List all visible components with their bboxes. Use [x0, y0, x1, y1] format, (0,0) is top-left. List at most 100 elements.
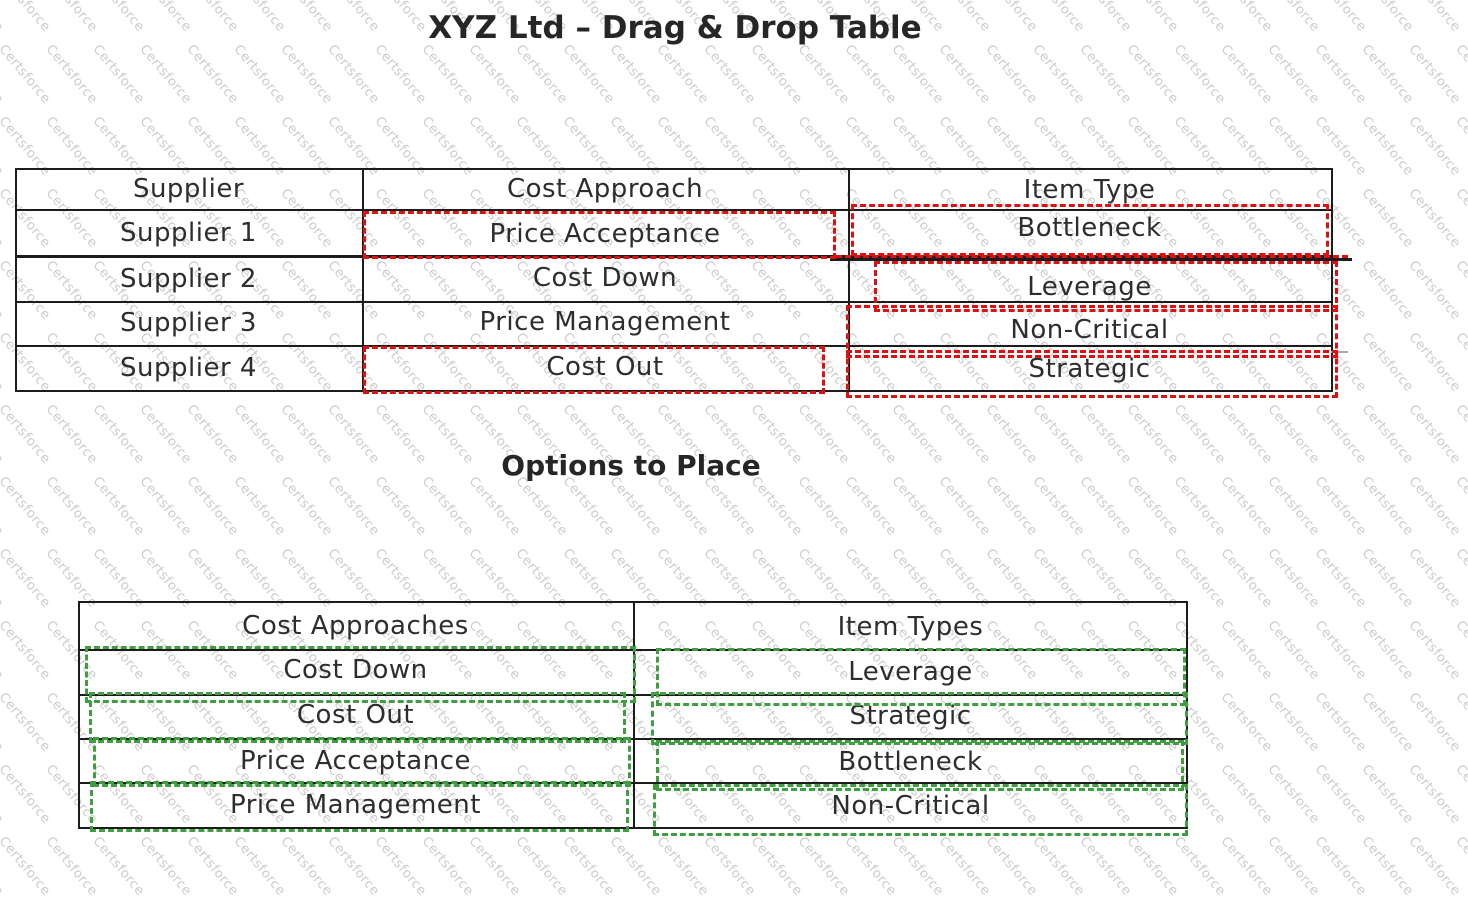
watermark-text: Certsforce [1311, 402, 1370, 467]
watermark-text: Certsforce [1170, 834, 1229, 898]
watermark-text: Certsforce [1029, 42, 1088, 107]
watermark-text: Certsforce [89, 42, 148, 107]
watermark-text: Certsforce [230, 42, 289, 107]
watermark-text: Certsforce [0, 546, 54, 611]
watermark-text: Certsforce [1452, 330, 1468, 395]
watermark-text: Certsforce [418, 42, 477, 107]
drop-zone-item-type-3[interactable] [846, 305, 1338, 358]
table-border-left [15, 168, 17, 392]
watermark-text: Certsforce [1358, 762, 1417, 827]
option-cost-down[interactable]: Cost Down [283, 655, 428, 685]
watermark-text: Certsforce [1217, 834, 1276, 898]
watermark-text: Certsforce [559, 834, 618, 898]
watermark-text: Certsforce [1452, 42, 1468, 107]
stray-line [1331, 351, 1348, 353]
watermark-text: Certsforce [230, 834, 289, 898]
watermark-text: Certsforce [606, 834, 665, 898]
watermark-text: Certsforce [1358, 834, 1417, 898]
watermark-text: Certsforce [1452, 474, 1468, 539]
watermark-text: Certsforce [1311, 474, 1370, 539]
watermark-text: Certsforce [700, 834, 759, 898]
watermark-text: Certsforce [512, 42, 571, 107]
option-leverage[interactable]: Leverage [848, 657, 973, 687]
watermark-text: Certsforce [888, 42, 947, 107]
watermark-text: Certsforce [1358, 114, 1417, 179]
watermark-text: Certsforce [653, 42, 712, 107]
option-box-price-management[interactable] [90, 781, 629, 832]
drop-zone-item-type-1[interactable] [851, 204, 1329, 256]
watermark-text: Certsforce [1452, 0, 1468, 35]
option-box-cost-down[interactable] [85, 646, 636, 703]
cell-item-type-3: Non-Critical [1010, 315, 1169, 345]
watermark-text: Certsforce [1405, 186, 1464, 251]
watermark-text: Certsforce [1452, 834, 1468, 898]
watermark-text: Certsforce [1264, 42, 1323, 107]
watermark-text: Certsforce [1076, 834, 1135, 898]
watermark-text: Certsforce [982, 834, 1041, 898]
cell-cost-approach-1: Price Acceptance [489, 219, 721, 249]
watermark-text: Certsforce [42, 834, 101, 898]
watermark-text: Certsforce [794, 42, 853, 107]
options-header-cost-approaches: Cost Approaches [242, 611, 469, 641]
watermark-text: Certsforce [1217, 546, 1276, 611]
watermark-text: Certsforce [465, 42, 524, 107]
table-border-right [1331, 168, 1333, 392]
watermark-text: Certsforce [1405, 42, 1464, 107]
watermark-text: Certsforce [1452, 114, 1468, 179]
watermark-text: Certsforce [1405, 690, 1464, 755]
watermark-text: Certsforce [1405, 258, 1464, 323]
table-column-divider [362, 168, 364, 392]
drop-zone-cost-approach-1[interactable] [363, 211, 836, 259]
cell-item-type-1: Bottleneck [1017, 213, 1162, 243]
option-box-bottleneck[interactable] [656, 740, 1184, 791]
watermark-text: Certsforce [371, 42, 430, 107]
options-heading: Options to Place [501, 449, 761, 482]
watermark-text: Certsforce [1264, 762, 1323, 827]
table-row-divider [78, 738, 1188, 740]
watermark-text: Certsforce [794, 834, 853, 898]
watermark-text: Certsforce [559, 42, 618, 107]
option-box-leverage[interactable] [656, 648, 1186, 706]
watermark-text: Certsforce [0, 114, 7, 179]
watermark-text: Certsforce [0, 258, 7, 323]
watermark-text: Certsforce [606, 42, 665, 107]
option-box-cost-out[interactable] [89, 692, 626, 743]
option-price-management[interactable]: Price Management [230, 790, 481, 820]
cell-cost-approach-3: Price Management [479, 307, 731, 337]
watermark-text: Certsforce [1170, 42, 1229, 107]
drop-zone-item-type-4[interactable] [846, 350, 1338, 398]
cell-supplier-1: Supplier 1 [120, 218, 257, 248]
option-box-price-acceptance[interactable] [93, 737, 631, 787]
watermark-text: Certsforce [0, 546, 7, 611]
watermark-text: Certsforce [747, 42, 806, 107]
watermark-text: Certsforce [935, 42, 994, 107]
watermark-text: Certsforce [1452, 762, 1468, 827]
watermark-text: Certsforce [1358, 618, 1417, 683]
option-cost-out[interactable]: Cost Out [296, 700, 415, 730]
table-row-divider [15, 209, 1333, 211]
watermark-text: Certsforce [0, 618, 54, 683]
option-box-strategic[interactable] [651, 692, 1188, 745]
watermark-text: Certsforce [747, 834, 806, 898]
watermark-text: Certsforce [1264, 474, 1323, 539]
option-bottleneck[interactable]: Bottleneck [838, 747, 983, 777]
watermark-text: Certsforce [1405, 834, 1464, 898]
option-box-non-critical[interactable] [653, 784, 1188, 836]
cell-item-type-2: Leverage [1027, 272, 1152, 302]
option-non-critical[interactable]: Non-Critical [831, 791, 990, 821]
cell-item-type-4: Strategic [1028, 354, 1151, 384]
watermark-text: Certsforce [1405, 0, 1464, 35]
watermark-text: Certsforce [653, 834, 712, 898]
watermark-text: Certsforce [888, 834, 947, 898]
drop-zone-cost-approach-4[interactable] [363, 346, 825, 394]
watermark-text: Certsforce [1358, 690, 1417, 755]
watermark-text: Certsforce [841, 834, 900, 898]
watermark-text: Certsforce [277, 42, 336, 107]
watermark-text: Certsforce [1358, 474, 1417, 539]
option-strategic[interactable]: Strategic [849, 701, 972, 731]
watermark-text: Certsforce [700, 42, 759, 107]
drop-zone-item-type-2[interactable] [874, 261, 1338, 312]
option-price-acceptance[interactable]: Price Acceptance [239, 746, 471, 776]
table-border-left [78, 601, 80, 829]
